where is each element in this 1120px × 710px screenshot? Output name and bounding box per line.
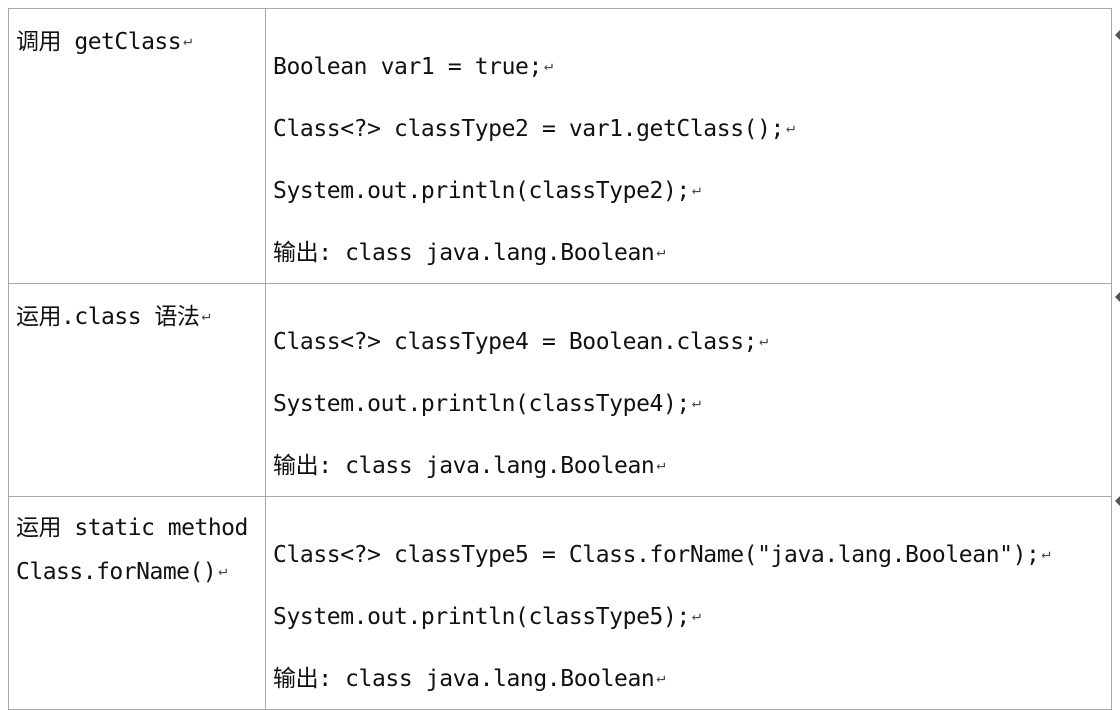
code-line: Class<?> classType2 = var1.getClass(); — [273, 116, 784, 142]
paragraph-mark-icon: ↵ — [786, 118, 795, 136]
method-label: 运用.class 语法 — [16, 304, 200, 330]
paragraph-mark-icon: ↵ — [656, 668, 666, 686]
method-label-cell: 运用.class 语法↵ — [8, 283, 266, 497]
paragraph-mark-icon: ↵ — [691, 606, 701, 624]
paragraph-mark-icon: ↵ — [201, 306, 210, 324]
method-label-cell: 运用 static method Class.forName()↵ — [8, 496, 266, 710]
code-line: System.out.println(classType2); — [273, 178, 690, 204]
code-cell: Class<?> classType4 = Boolean.class;↵ Sy… — [265, 283, 1112, 497]
paragraph-mark-icon: ↵ — [656, 242, 666, 260]
row-end-marker-icon — [1114, 292, 1120, 302]
method-label-cell: 调用 getClass↵ — [8, 8, 266, 284]
paragraph-mark-icon: ↵ — [1041, 544, 1051, 562]
code-cell: Class<?> classType5 = Class.forName("jav… — [265, 496, 1112, 710]
output-line: 输出: class java.lang.Boolean — [273, 240, 655, 266]
paragraph-mark-icon: ↵ — [759, 331, 768, 349]
code-line: System.out.println(classType4); — [273, 391, 690, 417]
output-line: 输出: class java.lang.Boolean — [273, 453, 655, 479]
paragraph-mark-icon: ↵ — [691, 180, 701, 198]
method-label: Class.forName() — [16, 559, 217, 585]
code-cell: Boolean var1 = true;↵ Class<?> classType… — [265, 8, 1112, 284]
paragraph-mark-icon: ↵ — [656, 455, 666, 473]
row-end-marker-icon — [1114, 30, 1120, 40]
paragraph-mark-icon: ↵ — [543, 56, 553, 74]
paragraph-mark-icon: ↵ — [218, 561, 227, 579]
code-line: Boolean var1 = true; — [273, 54, 542, 80]
code-line: Class<?> classType5 = Class.forName("jav… — [273, 542, 1040, 568]
paragraph-mark-icon: ↵ — [183, 31, 192, 49]
code-line: System.out.println(classType5); — [273, 604, 690, 630]
output-line: 输出: class java.lang.Boolean — [273, 666, 655, 692]
method-label: 调用 getClass — [16, 29, 182, 55]
table-row: 运用 static method Class.forName()↵ Class<… — [8, 496, 1112, 710]
code-line: Class<?> classType4 = Boolean.class; — [273, 329, 758, 355]
row-end-marker-icon — [1114, 496, 1120, 506]
code-examples-table: 调用 getClass↵ Boolean var1 = true;↵ Class… — [8, 8, 1112, 710]
table-row: 调用 getClass↵ Boolean var1 = true;↵ Class… — [8, 8, 1112, 284]
paragraph-mark-icon: ↵ — [691, 393, 701, 411]
table-row: 运用.class 语法↵ Class<?> classType4 = Boole… — [8, 283, 1112, 497]
method-label: 运用 static method — [16, 515, 248, 541]
